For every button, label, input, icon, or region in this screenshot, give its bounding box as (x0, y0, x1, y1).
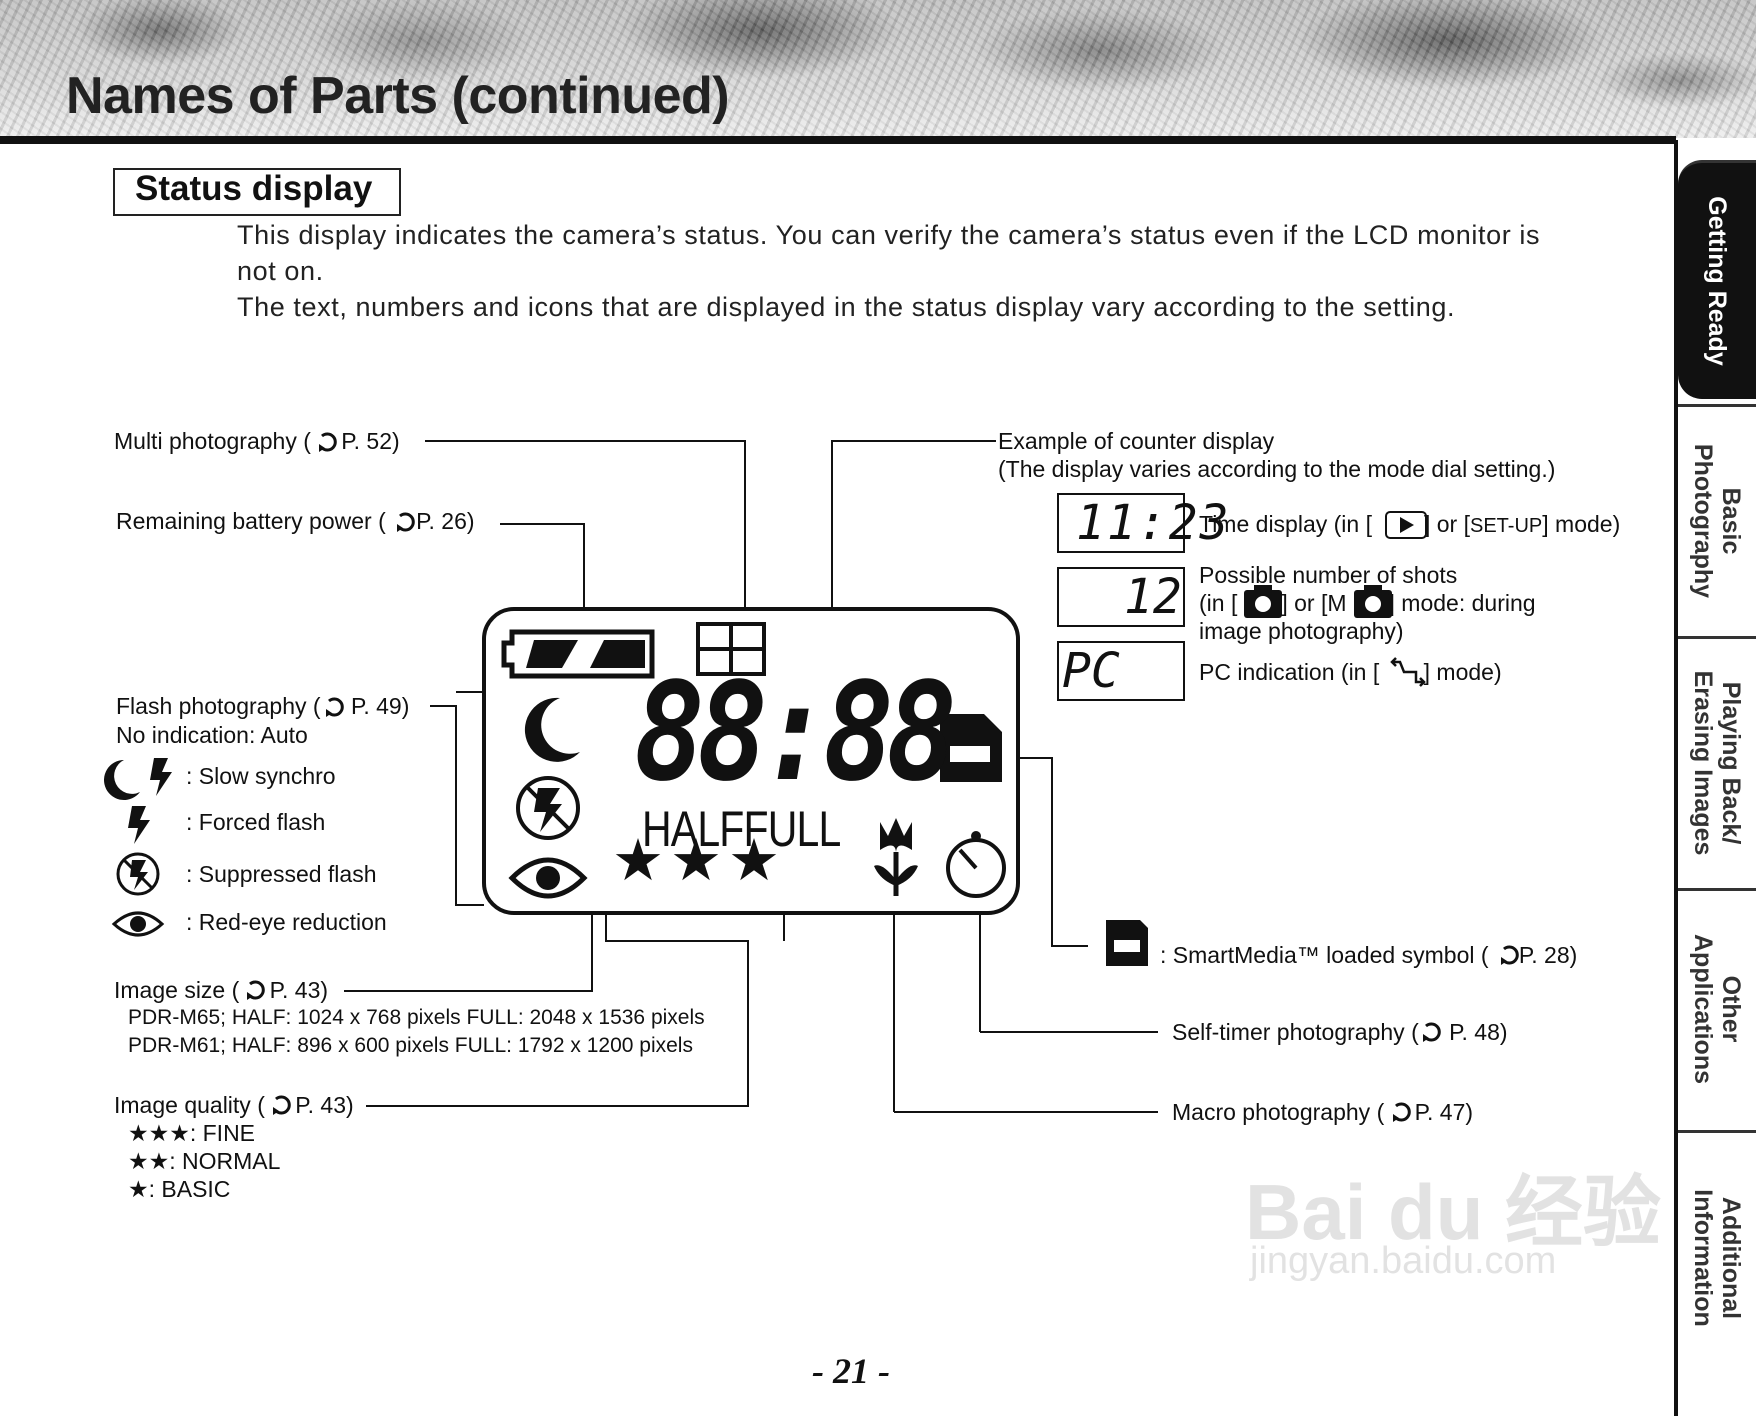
smartmedia-legend-icon (1106, 920, 1148, 966)
red-eye-legend-icon (114, 913, 162, 935)
counter-shots-value: 12 (1124, 568, 1182, 626)
label-text: Remaining battery power ( (116, 508, 386, 534)
label-text: Multi photography ( (114, 428, 311, 454)
counter-pc-value: PC (1062, 642, 1120, 700)
label-text: ] mode) (1542, 511, 1620, 537)
label-self-timer: Self-timer photography ( P. 48) (1172, 1019, 1508, 1046)
label-text: Image size ( (114, 977, 239, 1003)
forced-flash-legend-icon (128, 806, 150, 844)
label-shots-line1: Possible number of shots (1199, 562, 1457, 589)
label-battery: Remaining battery power ( P. 26) (116, 508, 475, 535)
label-quality-normal: ★★: NORMAL (128, 1148, 280, 1175)
label-text: ] or [ (1424, 511, 1470, 537)
label-text: ] mode: during (1389, 590, 1536, 616)
label-pc-indication: PC indication (in [ ] mode) (1199, 659, 1502, 686)
label-shots-line3: image photography) (1199, 618, 1404, 645)
label-time-display: Time display (in [ ] or [SET-UP] mode) (1199, 511, 1620, 538)
page-ref: P. 49) (345, 693, 410, 719)
page-ref: P. 52) (335, 428, 400, 454)
label-text: : SmartMedia™ loaded symbol ( (1160, 942, 1489, 968)
label-text: (in [ (1199, 590, 1237, 616)
label-macro: Macro photography ( P. 47) (1172, 1099, 1473, 1126)
watermark-url: jingyan.baidu.com (1250, 1240, 1556, 1283)
page-ref: P. 43) (263, 977, 328, 1003)
page-ref: P. 48) (1443, 1019, 1508, 1045)
label-image-quality: Image quality ( P. 43) (114, 1092, 354, 1119)
battery-icon (504, 632, 652, 676)
label-text: ] or [ (1281, 590, 1327, 616)
page-ref: P. 26) (410, 508, 475, 534)
label-text: Flash photography ( (116, 693, 321, 719)
label-multi-photography: Multi photography ( P. 52) (114, 428, 400, 455)
label-quality-basic: ★: BASIC (128, 1176, 230, 1203)
suppressed-flash-legend-icon (118, 854, 158, 894)
label-shots-line2: (in [ ] or [M ] mode: during (1199, 590, 1536, 617)
label-text: Image quality ( (114, 1092, 265, 1118)
manual-mode-letter: M (1327, 590, 1346, 616)
label-flash-no-indication: No indication: Auto (116, 722, 308, 749)
label-quality-fine: ★★★: FINE (128, 1120, 255, 1147)
label-text: Self-timer photography ( (1172, 1019, 1419, 1045)
page-ref: P. 43) (289, 1092, 354, 1118)
label-suppressed-flash: : Suppressed flash (186, 861, 377, 888)
setup-mode-label: SET-UP (1470, 515, 1542, 537)
label-image-size-m65: PDR-M65; HALF: 1024 x 768 pixels FULL: 2… (128, 1006, 705, 1030)
label-flash: Flash photography ( P. 49) (116, 693, 409, 720)
page-ref: P. 28) (1513, 942, 1578, 968)
label-text: Macro photography ( (1172, 1099, 1384, 1125)
label-forced-flash: : Forced flash (186, 809, 325, 836)
label-red-eye: : Red-eye reduction (186, 909, 387, 936)
smartmedia-lcd-icon (940, 714, 1002, 782)
label-image-size-m61: PDR-M61; HALF: 896 x 600 pixels FULL: 17… (128, 1034, 693, 1058)
label-counter-example: Example of counter display (998, 428, 1274, 455)
page-ref: P. 47) (1408, 1099, 1473, 1125)
label-counter-note: (The display varies according to the mod… (998, 456, 1555, 483)
label-text: Time display (in [ (1199, 511, 1372, 537)
lcd-counter-digits: 88:88 (634, 664, 949, 800)
label-slow-synchro: : Slow synchro (186, 763, 336, 790)
label-image-size: Image size ( P. 43) (114, 977, 328, 1004)
label-text: ] mode) (1417, 659, 1501, 685)
page-number: - 21 - (812, 1350, 890, 1392)
label-text: PC indication (in [ (1199, 659, 1379, 685)
label-smartmedia: : SmartMedia™ loaded symbol ( P. 28) (1160, 942, 1577, 969)
lcd-quality-stars: ★★★ (612, 832, 786, 890)
slow-synchro-legend-icon (104, 758, 172, 800)
